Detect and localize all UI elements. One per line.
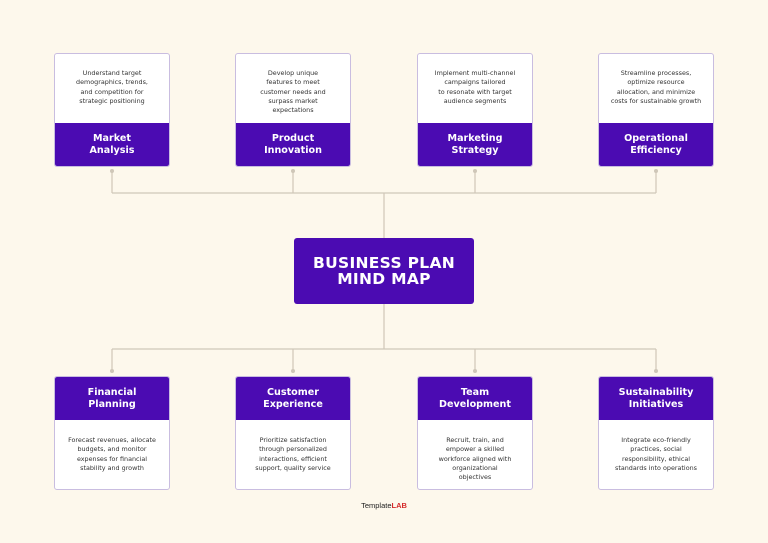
templatelab-logo: TemplateLAB [0,501,768,510]
central-topic-line1: BUSINESS PLAN [312,254,456,272]
node-operational-efficiency: Streamline processes, optimize resource … [598,53,714,167]
node-marketing-strategy: Implement multi-channel campaigns tailor… [417,53,533,167]
central-topic: BUSINESS PLAN MIND MAP [294,238,474,304]
connector-dot [654,369,658,373]
connector-dot [110,369,114,373]
node-title: Customer Experience [236,377,350,420]
connector-dot [110,169,114,173]
node-title: Sustainability Initiatives [599,377,713,420]
connector-dot [473,169,477,173]
node-description: Streamline processes, optimize resource … [610,69,702,105]
node-title: Financial Planning [55,377,169,420]
node-description: Implement multi-channel campaigns tailor… [434,69,516,105]
node-description: Forecast revenues, allocate budgets, and… [68,436,156,472]
node-title: Marketing Strategy [418,123,532,166]
node-financial-planning: Financial Planning Forecast revenues, al… [54,376,170,490]
node-title: Team Development [418,377,532,420]
node-customer-experience: Customer Experience Prioritize satisfact… [235,376,351,490]
connector-dot [291,369,295,373]
node-product-innovation: Develop unique features to meet customer… [235,53,351,167]
node-description: Integrate eco-friendly practices, social… [615,436,697,472]
node-market-analysis: Understand target demographics, trends, … [54,53,170,167]
central-topic-line2: MIND MAP [337,270,431,288]
node-title: Operational Efficiency [599,123,713,166]
logo-text-template: Template [361,501,392,510]
node-description: Develop unique features to meet customer… [260,69,326,115]
connector-dot [291,169,295,173]
logo-text-lab: LAB [391,501,407,510]
node-title: Market Analysis [55,123,169,166]
node-sustainability-initiatives: Sustainability Initiatives Integrate eco… [598,376,714,490]
node-title: Product Innovation [236,123,350,166]
connector-dot [473,369,477,373]
node-description: Understand target demographics, trends, … [76,69,148,105]
node-description: Recruit, train, and empower a skilled wo… [438,436,512,482]
connector-dot [654,169,658,173]
node-team-development: Team Development Recruit, train, and emp… [417,376,533,490]
node-description: Prioritize satisfaction through personal… [255,436,331,472]
